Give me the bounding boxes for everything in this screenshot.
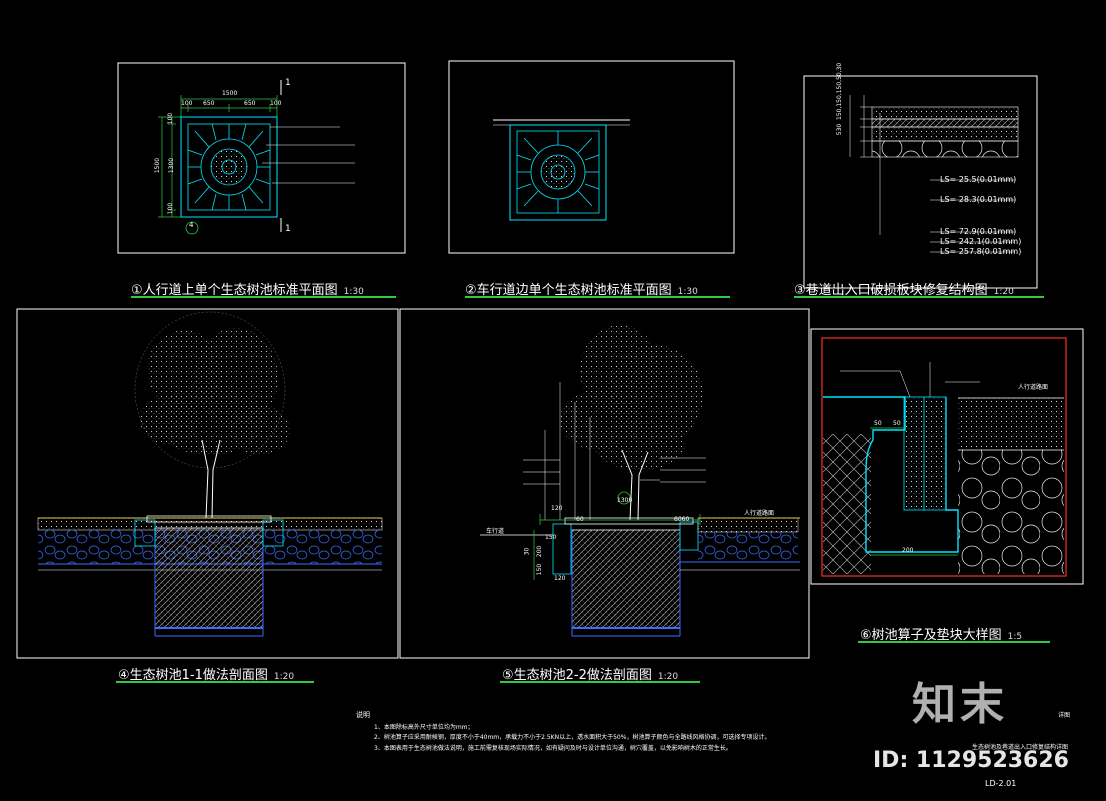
drawing-title-text-2: 车行道边单个生态树池标准平面图 [476, 283, 672, 298]
watermark-logo: 知末 [912, 679, 1008, 730]
plan1-dim-left: 1500 [154, 157, 162, 174]
section-4-frame [16, 308, 399, 659]
drawing-num-5: ⑤ [502, 668, 514, 683]
drawing-num-4: ④ [118, 668, 130, 683]
plan1-dim-left-b: 100 [167, 202, 175, 215]
drawing-scale-4: 1:20 [273, 672, 295, 682]
s5-dim-1: 120 [551, 505, 563, 512]
title-underline-5 [500, 681, 700, 683]
drawing-title-2: ②车行道边单个生态树池标准平面图 1:30 [465, 279, 698, 298]
s5-dim-2: 60 [576, 516, 584, 523]
plan3-dim-total: 530 [836, 123, 844, 136]
drawing-num-2: ② [465, 283, 477, 298]
drawing-title-6: ⑥树池算子及垫块大样图 1:5 [860, 624, 1022, 643]
note-1: 1、本图除标高外尺寸单位均为mm； [374, 724, 474, 731]
section-mark-bottom: 1 [285, 224, 291, 234]
plan3-ls-4: LS= 242.1(0.01mm) [940, 237, 1022, 246]
section-mark-top: 1 [285, 78, 291, 88]
drawing-title-5: ⑤生态树池2-2做法剖面图 1:20 [502, 664, 678, 683]
s5-dim-5: 150 [545, 534, 557, 541]
plan3-ls-5: LS= 257.8(0.01mm) [940, 247, 1022, 256]
notes-header: 说明 [356, 711, 370, 719]
drawing-title-4: ④生态树池1-1做法剖面图 1:20 [118, 664, 294, 683]
drawing-title-text-5: 生态树池2-2做法剖面图 [513, 668, 652, 683]
s5-dim-9: 150 [536, 563, 544, 576]
drawing-title-text-1: 人行道上单个生态树池标准平面图 [142, 283, 338, 298]
plan1-dim-left-sub: 1300 [168, 157, 176, 174]
plan1-dim-sub1: 100 [181, 100, 193, 107]
sheet-label: 生态树池及巷道出入口修复结构详图 [972, 744, 1069, 751]
plan1-dim-sub3: 650 [244, 100, 256, 107]
plan1-dim-sub2: 650 [203, 100, 215, 107]
drawing-title-1: ①人行道上单个生态树池标准平面图 1:30 [131, 279, 364, 298]
s5-label-right: 人行道路面 [744, 510, 775, 517]
title-underline-6 [858, 641, 1050, 643]
plan3-ls-1: LS= 25.5(0.01mm) [940, 175, 1017, 184]
title-underline-2 [465, 296, 730, 298]
drawing-title-3: ③巷道出入口破损板块修复结构图 1:20 [794, 279, 1014, 298]
plan3-ls-2: LS= 28.3(0.01mm) [940, 195, 1017, 204]
note-3: 3、本图表用于生态树池做法说明，施工前需复核现场实际情况，如有疑问及时与设计单位… [374, 745, 732, 752]
d6-dim-2: 50 [893, 420, 901, 427]
plan-1-frame [117, 62, 406, 254]
d6-label-right: 人行道路面 [1018, 384, 1049, 391]
drawing-scale-3: 1:20 [993, 287, 1014, 297]
title-underline-3 [794, 296, 1044, 298]
watermark-id: ID: 1129523626 [873, 748, 1069, 773]
plan3-dim-parts: 150,150,150,50,30 [836, 62, 843, 120]
s5-dim-4: 6060 [674, 516, 690, 523]
note-2: 2、树池算子应采用耐候钢，厚度不小于40mm，承载力不小于2.5KN以上，透水面… [374, 734, 771, 741]
s5-dim-8: 30 [523, 547, 531, 556]
tree-canopy-1 [134, 311, 286, 469]
drawing-num-3: ③ [794, 283, 806, 298]
plan-3-frame [803, 75, 1038, 289]
drawing-scale-2: 1:30 [677, 287, 698, 297]
plan1-callout-num: 4 [189, 221, 194, 229]
drawing-title-text-6: 树池算子及垫块大样图 [871, 628, 1002, 643]
s5-dim-7: 120 [554, 575, 566, 582]
drawing-scale-6: 1:5 [1007, 632, 1023, 642]
section-5-frame [399, 308, 810, 659]
d6-dim-3: 200 [902, 547, 914, 554]
title-underline-4 [116, 681, 314, 683]
sheet-code: LD-2.01 [985, 779, 1017, 788]
plan1-dim-left-a: 100 [167, 112, 175, 125]
d6-dim-1: 50 [874, 420, 882, 427]
drawing-title-text-3: 巷道出入口破损板块修复结构图 [805, 283, 988, 298]
drawing-num-6: ⑥ [860, 628, 872, 643]
drawing-scale-1: 1:30 [343, 287, 364, 297]
drawing-title-text-4: 生态树池1-1做法剖面图 [129, 668, 268, 683]
title-underline-1 [131, 296, 396, 298]
sheet-sub-label: 详图 [1058, 712, 1071, 719]
plan1-dim-sub4: 100 [270, 100, 282, 107]
plan-2-frame [448, 60, 735, 254]
s5-dim-6: 200 [536, 545, 544, 558]
detail-6-frame [810, 328, 1084, 585]
plan3-ls-3: LS= 72.9(0.01mm) [940, 227, 1017, 236]
s5-dim-3: 1300 [617, 497, 633, 504]
plan1-dim-top: 1500 [222, 90, 238, 97]
drawing-num-1: ① [131, 283, 143, 298]
s5-label-left: 车行道 [486, 528, 505, 535]
drawing-scale-5: 1:20 [657, 672, 679, 682]
